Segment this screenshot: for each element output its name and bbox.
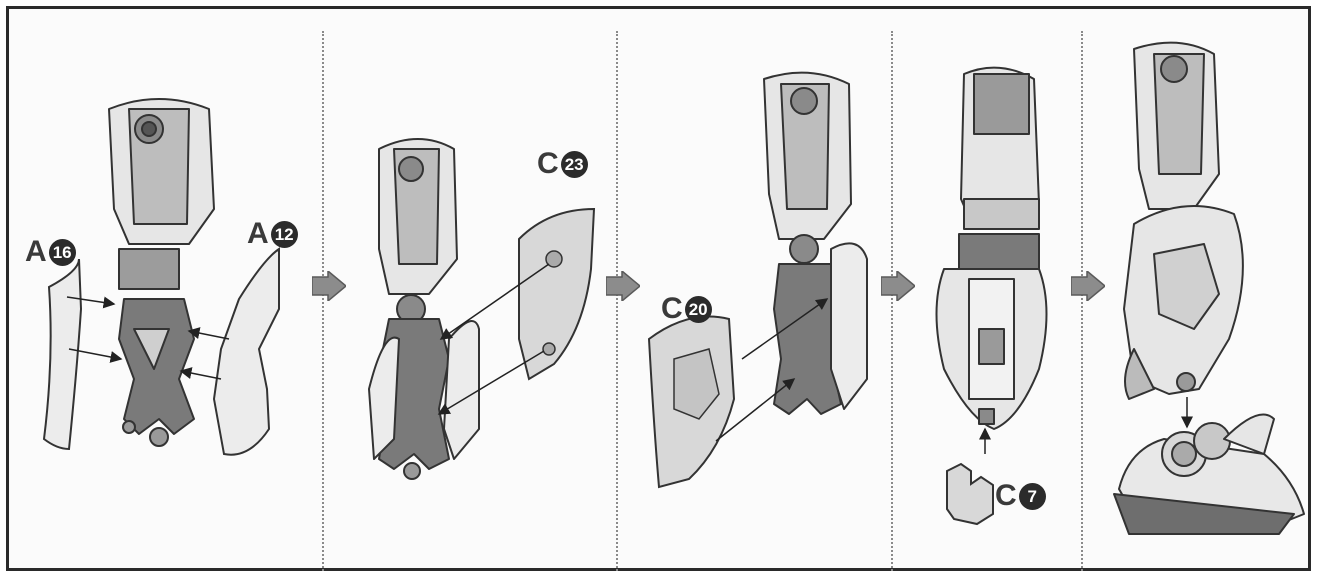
- part-number-badge: 7: [1019, 483, 1046, 510]
- part-number-badge: 23: [561, 151, 588, 178]
- step2-leg: [369, 139, 479, 479]
- step5-foot: [1114, 415, 1304, 535]
- part-number-badge: 16: [49, 239, 76, 266]
- part-a16-shape: [44, 259, 81, 449]
- part-a12-shape: [214, 249, 279, 455]
- part-letter: C: [661, 294, 683, 324]
- part-letter: A: [247, 219, 269, 249]
- step1-leg-frame: [109, 99, 214, 446]
- part-number-badge: 12: [271, 221, 298, 248]
- part-c23-shape: [519, 209, 594, 379]
- step5-leg: [1124, 43, 1243, 399]
- part-label-c7: C 7: [995, 481, 1046, 511]
- part-label-a12: A 12: [247, 219, 298, 249]
- part-label-a16: A 16: [25, 237, 76, 267]
- part-c7-shape: [947, 464, 993, 524]
- part-letter: C: [995, 481, 1017, 511]
- part-label-c23: C 23: [537, 149, 588, 179]
- instruction-panel: A 16 A 12 C 23 C 20 C 7: [6, 6, 1311, 571]
- part-label-c20: C 20: [661, 294, 712, 324]
- part-number-badge: 20: [685, 296, 712, 323]
- assembly-illustration: [9, 9, 1308, 568]
- part-letter: C: [537, 149, 559, 179]
- part-letter: A: [25, 237, 47, 267]
- step3-leg: [764, 73, 867, 414]
- step4-leg: [937, 68, 1047, 429]
